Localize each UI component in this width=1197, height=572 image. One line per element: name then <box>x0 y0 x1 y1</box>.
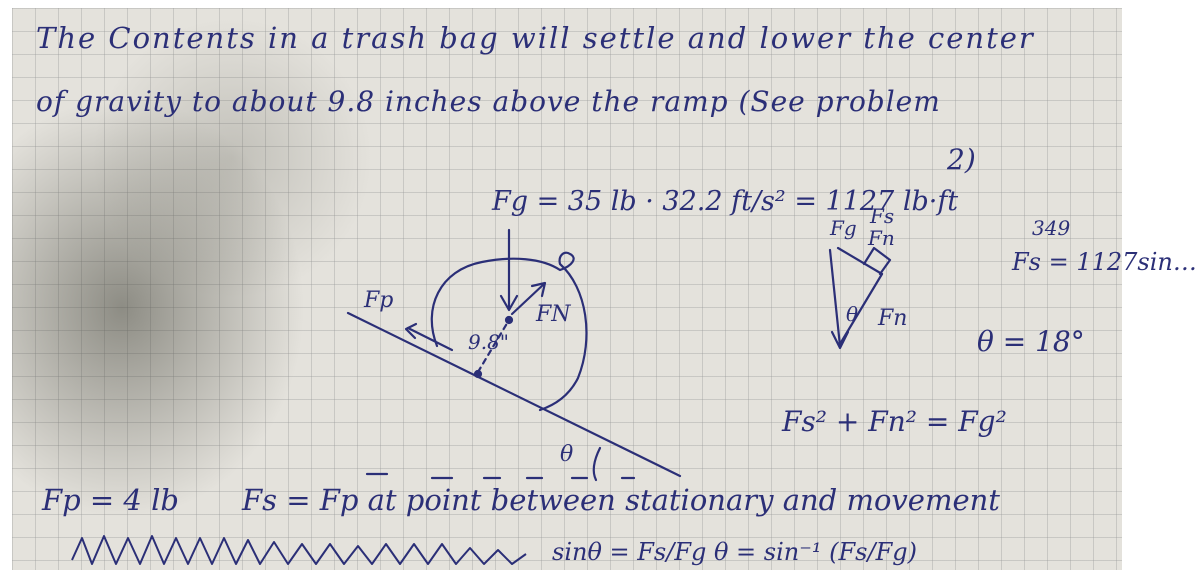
triangle-label-theta: θ <box>846 302 859 326</box>
contact-point <box>473 369 483 379</box>
fp-arrow <box>406 326 454 352</box>
note-line-3: 2) <box>947 143 976 176</box>
note-line-1: The Contents in a trash bag will settle … <box>36 21 1035 55</box>
ground-dashes <box>365 472 636 480</box>
note-photo: The Contents in a trash bag will settle … <box>12 8 1197 570</box>
label-theta-ramp: θ <box>560 442 574 467</box>
label-fp: Fp <box>364 288 394 313</box>
triangle-label-fg: Fg <box>830 216 857 240</box>
triangle-label-fn-top: Fn <box>868 226 895 250</box>
diagram-drawing <box>346 228 892 482</box>
label-height: 9.8" <box>468 330 510 354</box>
theta-equation: θ = 18° <box>977 325 1085 358</box>
theta-arc <box>592 446 602 482</box>
scribbled-out-text <box>71 535 527 565</box>
label-fn: FN <box>536 302 571 327</box>
fn-arrow <box>510 282 546 316</box>
ramp-line <box>346 311 682 478</box>
trash-bag-outline <box>430 251 588 412</box>
fs-value: 349 <box>1032 216 1071 240</box>
friction-equation: Fp = 4 lb <box>42 483 179 517</box>
triangle-label-fs: Fs <box>870 204 895 228</box>
cog-dashed-line <box>476 318 511 374</box>
force-triangle <box>828 246 892 350</box>
cog-point <box>504 315 514 325</box>
fs-equation: Fs = 1127sin… <box>1012 248 1197 276</box>
pythagorean-equation: Fs² + Fn² = Fg² <box>782 405 1007 438</box>
gravity-force-equation: Fg = 35 lb · 32.2 ft/s² = 1127 lb·ft <box>492 186 959 217</box>
note-line-2: of gravity to about 9.8 inches above the… <box>36 85 941 118</box>
sine-equation: sinθ = Fs/Fg θ = sin⁻¹ (Fs/Fg) <box>552 538 917 566</box>
graph-paper: The Contents in a trash bag will settle … <box>12 8 1197 570</box>
equilibrium-statement: Fs = Fp at point between stationary and … <box>242 483 1000 517</box>
triangle-label-fn: Fn <box>878 306 908 331</box>
